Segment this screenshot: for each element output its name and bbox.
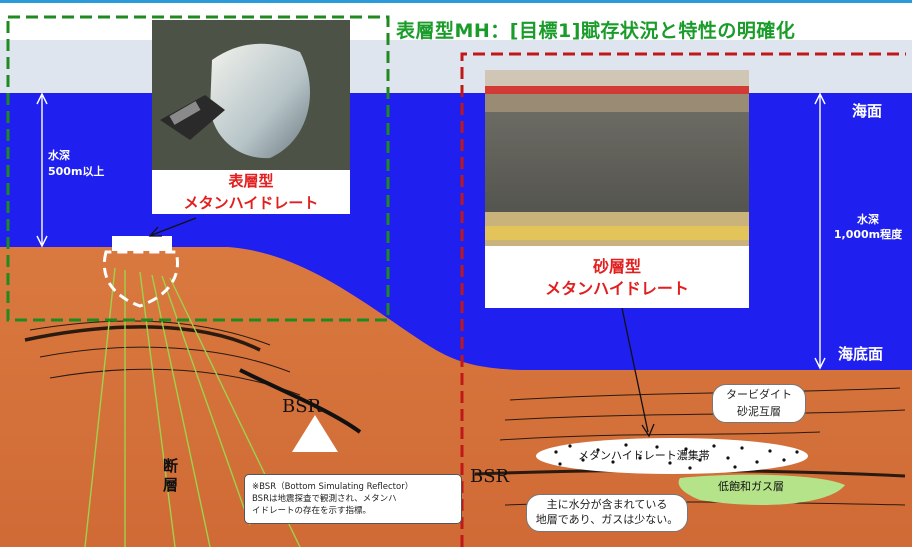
right-depth-arrow [814,92,826,370]
turbidite-line1: タービダイト [726,388,792,401]
right-depth-label: 水深 1,000m程度 [826,212,910,242]
turbidite-line2: 砂泥互層 [737,405,781,418]
surface-type-line2: メタンハイドレート [183,194,319,212]
low-gas-layer-label: 低飽和ガス層 [718,480,784,493]
sand-type-caption: 砂層型 メタンハイドレート [485,256,749,300]
surface-pointer-arrow [148,217,197,237]
bsr-note-line3: イドレートの存在を示す指標。 [252,506,372,516]
surface-hydrate-photo [152,20,350,170]
bsr-label-right: BSR [470,466,510,487]
bsr-pointer-triangle [292,415,338,452]
hydrate-dots [554,443,799,470]
water-note-callout: 主に水分が含まれている 地層であり、ガスは少ない。 [526,494,688,532]
left-depth-label: 水深 500m以上 [48,148,104,180]
water-note-line1: 主に水分が含まれている [546,498,668,511]
hydrate-mound-outline [102,250,179,308]
bsr-line-left [239,368,362,434]
bsr-note-line2: BSRは地震探査で観測され、メタンハ [252,494,397,504]
fault-label: 断層 [161,458,179,496]
sand-type-line2: メタンハイドレート [545,279,689,298]
concentrated-zone-label: メタンハイドレート濃集帯 [578,449,710,462]
sand-focus-frame [460,52,906,547]
sky-band [0,40,912,93]
right-depth-line2: 1,000m程度 [833,228,903,241]
sand-type-line1: 砂層型 [592,257,641,276]
low-gas-layer [678,474,845,505]
water-note-line2: 地層であり、ガスは少ない。 [535,513,679,526]
sea-surface-label: 海面 [852,102,883,120]
strata-lines-left [24,320,301,396]
left-depth-arrow [36,92,48,248]
surface-type-line1: 表層型 [228,172,274,190]
hydrate-mound-cap [112,236,172,251]
left-depth-line1: 水深 [48,149,70,162]
bsr-note-box: ※BSR（Bottom Simulating Reflector） BSRは地震… [244,474,462,524]
bsr-note-line1: ※BSR（Bottom Simulating Reflector） [252,482,414,492]
turbidite-callout: タービダイト 砂泥互層 [712,384,806,423]
page-title: 表層型MH：[目標1]賦存状況と特性の明確化 [396,20,796,42]
sand-pointer-arrow [621,307,655,438]
seafloor-label: 海底面 [838,345,884,363]
left-depth-line2: 500m以上 [48,165,105,178]
top-rule [0,0,912,3]
bsr-label-left: BSR [282,396,322,417]
concentrated-zone [536,438,808,474]
sand-core-photo [485,70,749,246]
right-depth-line1: 水深 [857,213,879,226]
surface-type-caption: 表層型 メタンハイドレート [152,170,350,214]
surface-focus-frame [6,15,390,322]
